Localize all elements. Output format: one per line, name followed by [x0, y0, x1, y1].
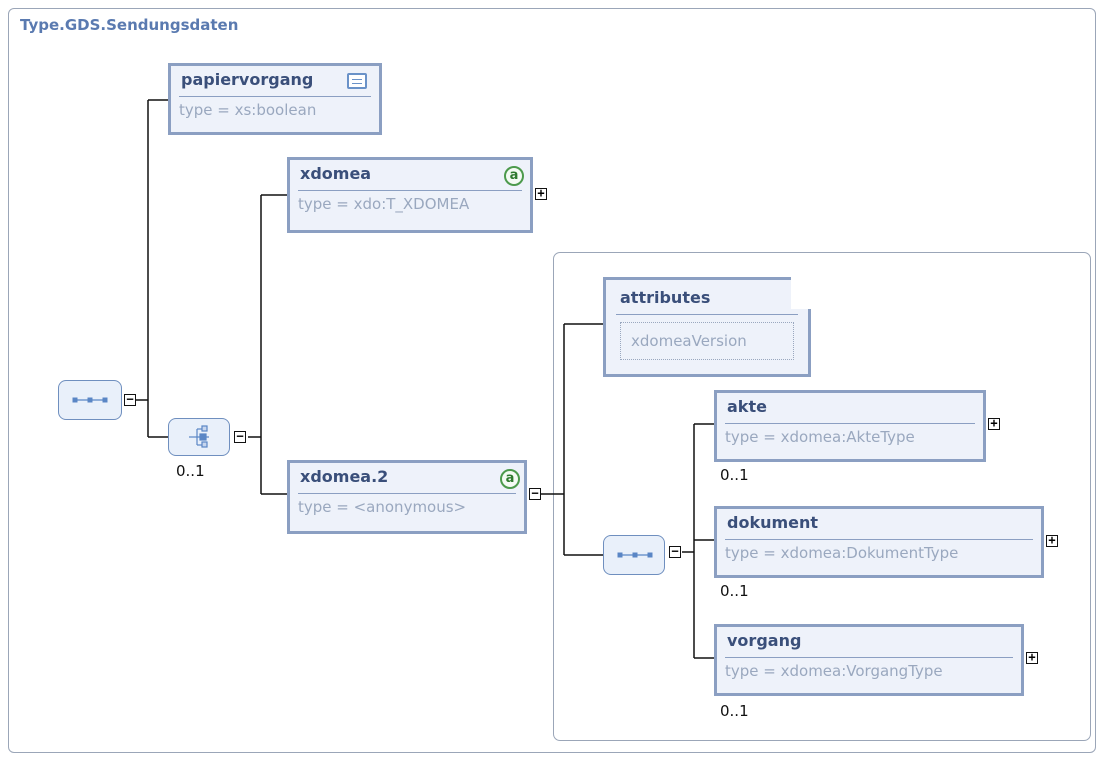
diagram-title: Type.GDS.Sendungsdaten — [20, 16, 239, 34]
choice-compositor[interactable] — [168, 418, 230, 456]
element-name: xdomea.2 — [300, 467, 389, 486]
attribute-xdomeaversion[interactable]: xdomeaVersion — [620, 322, 794, 360]
element-xdomea[interactable]: xdomea a type = xdo:T_XDOMEA — [287, 157, 533, 233]
separator — [298, 493, 516, 494]
element-type: type = xdomea:VorgangType — [725, 662, 943, 680]
expand-toggle[interactable]: + — [988, 417, 1000, 430]
sequence-icon — [617, 552, 653, 558]
attributes-title: attributes — [620, 288, 711, 307]
element-name: akte — [727, 397, 767, 416]
collapse-toggle[interactable]: − — [529, 487, 541, 500]
element-name: vorgang — [727, 631, 802, 650]
complex-type-group — [553, 252, 1091, 741]
element-type: type = xdomea:AkteType — [725, 428, 915, 446]
element-type: type = xdomea:DokumentType — [725, 544, 959, 562]
sequence-compositor[interactable] — [603, 535, 665, 575]
diagram-frame — [8, 8, 1096, 753]
occurrence-label: 0..1 — [176, 462, 205, 480]
element-vorgang[interactable]: vorgang type = xdomea:VorgangType — [714, 624, 1024, 696]
occurrence-label: 0..1 — [720, 582, 749, 600]
element-name: xdomea — [300, 164, 372, 183]
element-name: papiervorgang — [181, 70, 314, 89]
element-papiervorgang[interactable]: papiervorgang type = xs:boolean — [168, 63, 382, 135]
attribute-name: xdomeaVersion — [631, 332, 747, 350]
occurrence-label: 0..1 — [720, 466, 749, 484]
documentation-icon — [347, 73, 367, 89]
expand-toggle[interactable]: + — [535, 187, 547, 200]
element-type: type = xdo:T_XDOMEA — [298, 195, 470, 213]
sequence-icon — [72, 397, 108, 403]
separator — [616, 314, 798, 315]
collapse-toggle[interactable]: − — [234, 430, 246, 443]
separator — [298, 190, 522, 191]
collapse-toggle[interactable]: − — [669, 545, 681, 558]
collapse-toggle[interactable]: − — [124, 393, 136, 406]
attribute-icon: a — [504, 166, 524, 186]
choice-icon — [189, 425, 209, 448]
element-type: type = <anonymous> — [298, 498, 467, 516]
separator — [725, 423, 975, 424]
occurrence-label: 0..1 — [720, 702, 749, 720]
element-type: type = xs:boolean — [179, 101, 317, 119]
element-akte[interactable]: akte type = xdomea:AkteType — [714, 390, 986, 462]
attributes-box[interactable]: attributes xdomeaVersion — [603, 277, 811, 377]
element-xdomea-2[interactable]: xdomea.2 a type = <anonymous> — [287, 460, 527, 534]
sequence-compositor[interactable] — [58, 380, 122, 420]
separator — [179, 96, 371, 97]
separator — [725, 539, 1033, 540]
attribute-icon: a — [500, 469, 520, 489]
element-dokument[interactable]: dokument type = xdomea:DokumentType — [714, 506, 1044, 578]
separator — [725, 657, 1013, 658]
expand-toggle[interactable]: + — [1026, 651, 1038, 664]
element-name: dokument — [727, 513, 819, 532]
expand-toggle[interactable]: + — [1046, 534, 1058, 547]
